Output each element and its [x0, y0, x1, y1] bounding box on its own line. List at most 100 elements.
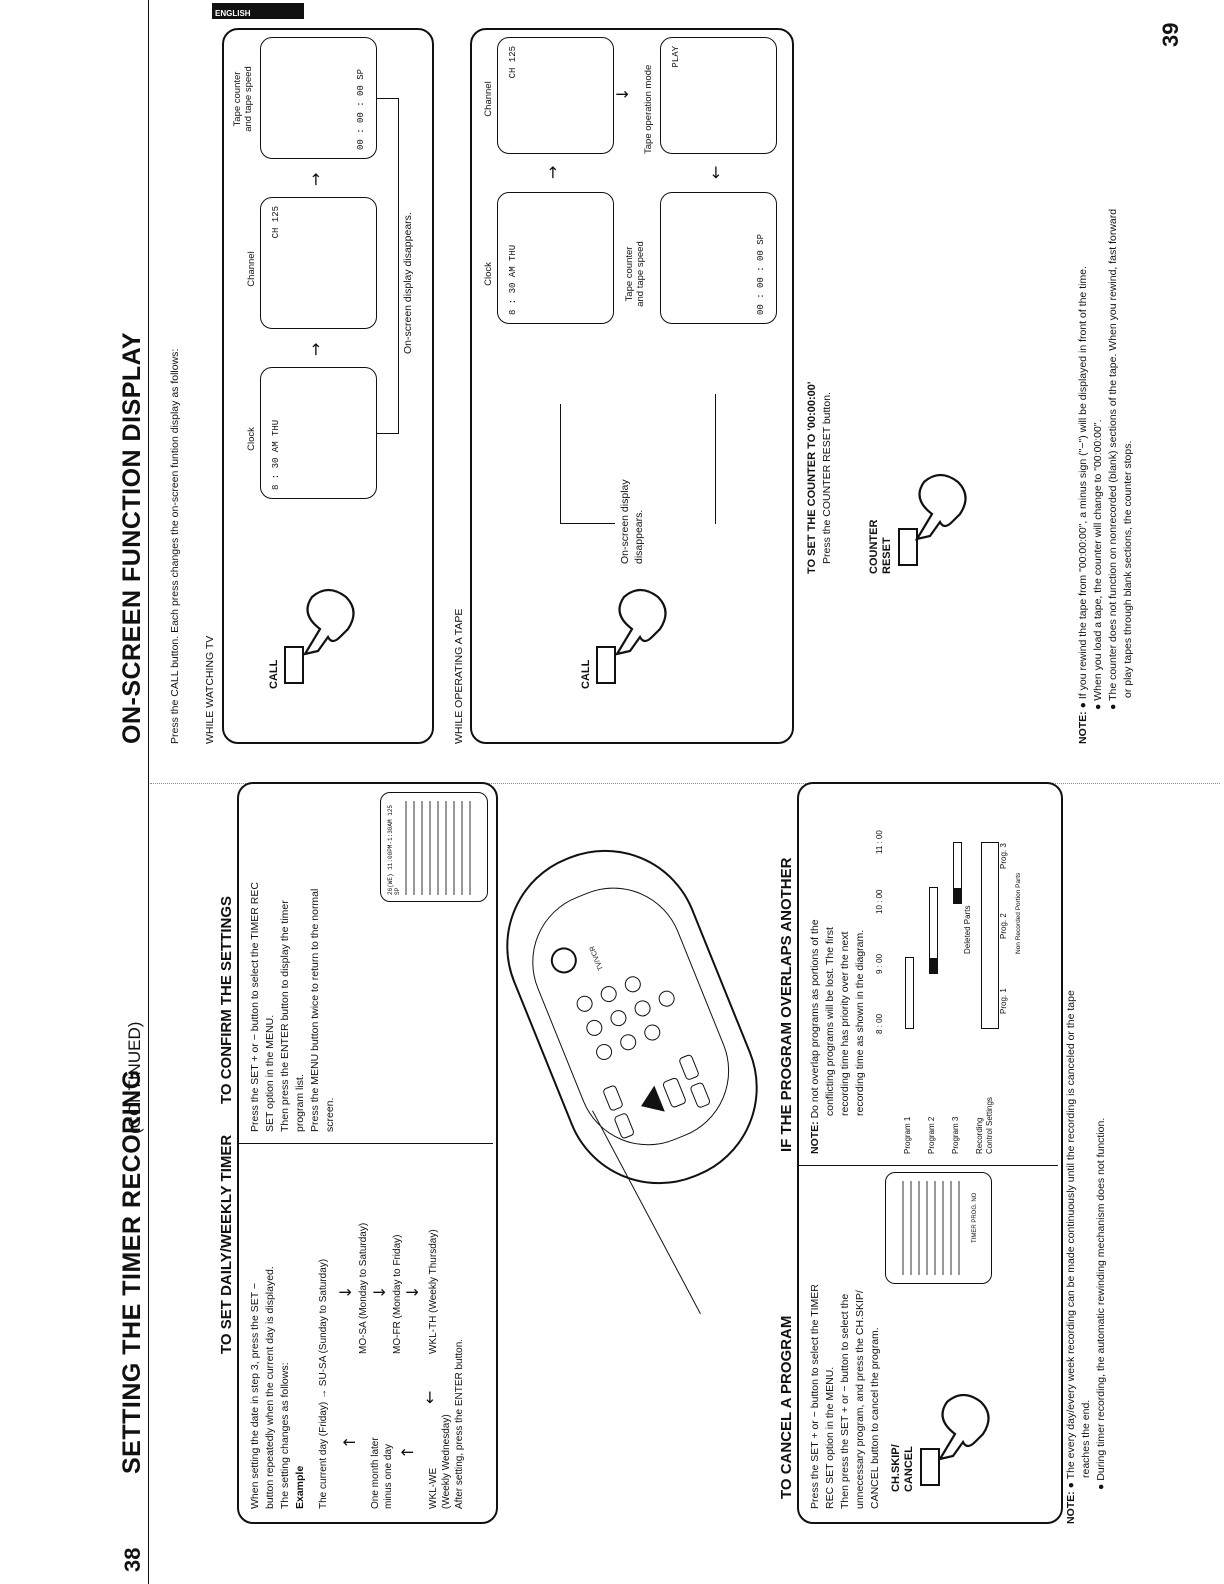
row-label: Recording	[975, 1117, 984, 1154]
arrow-up-icon: ↑	[398, 1445, 417, 1459]
counter-reset-label-2: RESET	[881, 537, 893, 574]
cancel-button-label: CH.SKIP/ CANCEL	[890, 1444, 916, 1492]
return-line	[560, 523, 615, 524]
deleted-part	[930, 958, 937, 973]
left-note-line-1: NOTE: ● The every day/every week recordi…	[1065, 990, 1077, 1524]
channel-screen: CH 125	[497, 37, 614, 154]
right-note-text: When you load a tape, the counter will c…	[1092, 419, 1104, 701]
operating-label: WHILE OPERATING A TAPE	[453, 608, 465, 744]
ff-button[interactable]	[678, 1053, 700, 1082]
cycle-mo-sa: MO-SA (Monday to Saturday)	[358, 1222, 369, 1354]
program-3-bar	[953, 842, 962, 904]
digit-8-button[interactable]	[632, 998, 653, 1019]
program-1-bar	[905, 957, 914, 1029]
counter-label: Tape counter and tape speed	[624, 219, 646, 329]
arrow-down-icon: ↓	[403, 1285, 422, 1299]
pointing-hand-icon	[614, 588, 667, 656]
digit-9-button[interactable]	[622, 973, 644, 995]
cycle-wkl-th: WKL-TH (Weekly Thursday)	[428, 1229, 439, 1354]
counter-text: 00 : 00 : 00 SP	[356, 68, 366, 150]
prog-label: Prog. 1	[999, 988, 1008, 1014]
channel-label: Channel	[246, 251, 257, 287]
counter-label-1: Tape counter	[232, 71, 243, 127]
cycle-current: The current day (Friday) → SU-SA (Sunday…	[318, 1258, 329, 1509]
rew-button[interactable]	[689, 1081, 712, 1109]
confirm-text: Press the SET + or − button to select th…	[248, 792, 338, 1132]
counter-screen: 00 : 00 : 00 SP	[660, 192, 777, 324]
left-note-line-3: ● During timer recording, the automatic …	[1095, 1117, 1107, 1490]
arrow-up-icon: ↑	[340, 1435, 359, 1449]
clock-screen: 8 : 30 AM THU	[497, 192, 614, 324]
return-line	[560, 404, 561, 524]
watching-label: WHILE WATCHING TV	[204, 635, 216, 744]
return-line	[715, 394, 716, 524]
play-button[interactable]	[635, 1085, 665, 1120]
daily-line: When setting the date in step 3, press t…	[249, 1283, 261, 1509]
arrow-right-icon: →	[306, 342, 325, 356]
call-button-label: CALL	[580, 659, 592, 689]
counter-reset-label-1: COUNTER	[868, 519, 880, 574]
counter-label-1: Tape counter	[624, 246, 635, 302]
pointing-hand-icon	[937, 1393, 990, 1461]
note-label: NOTE:	[1065, 1491, 1077, 1524]
row-label: Control Settings	[985, 1097, 994, 1154]
digit-0-button[interactable]	[656, 988, 678, 1010]
box-split	[798, 1165, 1058, 1166]
overlap-text: Do not overlap programs as portions of t…	[809, 919, 821, 1119]
non-recorded-label: Non Recorded Portion Parts	[1015, 872, 1022, 954]
cancel-line: unnecessary program, and press the CH.SK…	[854, 1290, 866, 1509]
stop-button[interactable]	[661, 1076, 688, 1109]
daily-line: button repeatedly when the current day i…	[264, 1266, 276, 1509]
page-divider	[148, 0, 149, 1584]
counter-heading: TO SET THE COUNTER TO '00:00:00'	[806, 381, 818, 574]
month-later: One month later	[370, 1437, 381, 1509]
left-note-line: reaches the end.	[1080, 1399, 1092, 1478]
remote-control: TV/VCR	[477, 821, 787, 1213]
counter-label: Tape counter and tape speed	[232, 34, 254, 164]
cancel-button-label-2: CANCEL	[903, 1446, 915, 1492]
clock-screen: 8 : 30 AM THU	[260, 367, 377, 499]
right-note-line: or play tapes through blank sections, th…	[1122, 440, 1134, 698]
clock-text: 8 : 30 AM THU	[508, 244, 518, 315]
digit-6-button[interactable]	[598, 983, 620, 1005]
channel-text: CH 125	[508, 46, 518, 79]
wkl-we-desc: (Weekly Wednesday)	[441, 1414, 452, 1509]
counter-text: Press the COUNTER RESET button.	[821, 392, 833, 564]
cancel-heading: TO CANCEL A PROGRAM	[778, 1315, 795, 1499]
time-label: 11 : 00	[875, 830, 884, 854]
arrow-right-icon: →	[543, 165, 562, 179]
overlap-line: recording time as shown in the diagram.	[854, 929, 866, 1116]
right-note-text: The counter does not function on nonreco…	[1107, 208, 1119, 701]
confirm-line: screen.	[324, 1097, 336, 1132]
channel-screen: CH 125	[260, 197, 377, 329]
mode-text: PLAY	[671, 46, 681, 68]
confirm-settings-heading: TO CONFIRM THE SETTINGS	[218, 895, 235, 1104]
wkl-we: WKL-WE	[428, 1467, 439, 1509]
row-label: Program 1	[903, 1116, 912, 1154]
continued-label: (CONTINUED)	[125, 1021, 144, 1134]
overlap-heading: IF THE PROGRAM OVERLAPS ANOTHER	[778, 857, 795, 1152]
deleted-part	[954, 888, 961, 903]
cancel-line: Then press the SET + or − button to sele…	[839, 1293, 851, 1509]
return-line	[377, 432, 399, 434]
cancel-line: Press the SET + or − button to select th…	[809, 1284, 821, 1509]
right-note-line-2: ● When you load a tape, the counter will…	[1092, 419, 1104, 711]
digit-5-button[interactable]	[608, 1007, 629, 1029]
right-page-number: 39	[1158, 22, 1183, 47]
confirm-line: Press the MENU button twice to return to…	[309, 888, 321, 1132]
time-label: 8 : 00	[875, 1013, 884, 1034]
return-line	[398, 99, 399, 434]
mode-screen: PLAY	[660, 37, 777, 154]
right-note-line-1: NOTE: ● If you rewind the tape from "00:…	[1077, 266, 1089, 744]
cancel-button-label-1: CH.SKIP/	[890, 1444, 902, 1492]
cancel-line: REC SET option in the MENU.	[824, 1366, 836, 1509]
left-notes: NOTE: ● The every day/every week recordi…	[1064, 784, 1109, 1524]
arrow-down-icon: ↓	[336, 1285, 355, 1299]
overlap-diagram: 8 : 00 9 : 00 10 : 00 11 : 00 Program 1 …	[875, 794, 1055, 1154]
arrow-left-icon: ←	[706, 165, 725, 179]
arrow-down-icon: ↓	[613, 87, 632, 101]
counter-screen: 00 : 00 : 00 SP	[260, 37, 377, 159]
example-label: Example	[294, 1465, 306, 1509]
time-label: 9 : 00	[875, 953, 884, 974]
